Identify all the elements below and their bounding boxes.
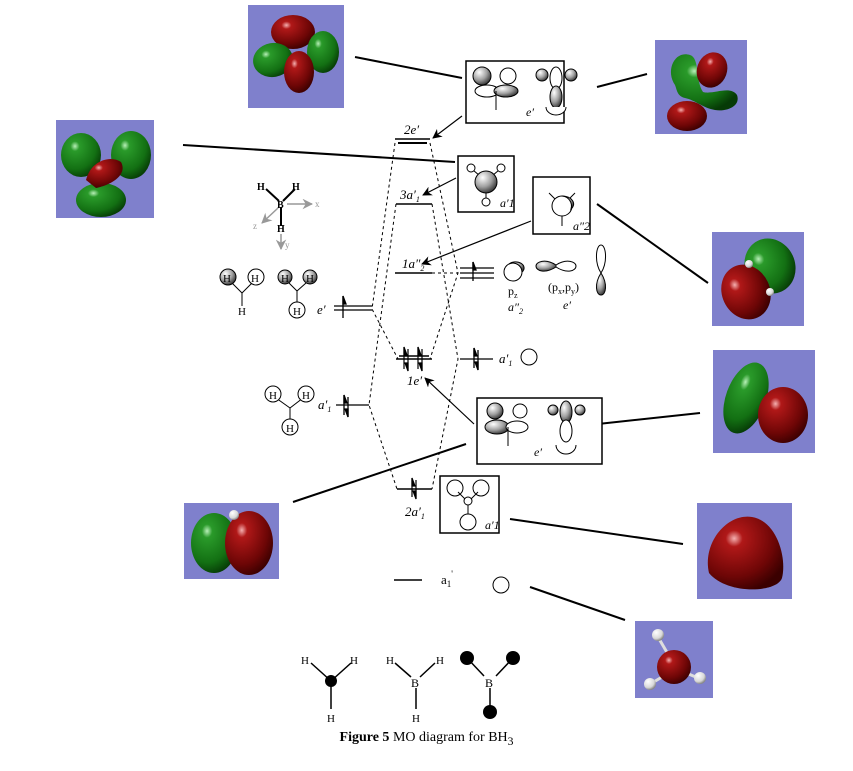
box-top-e: e′ <box>465 60 578 124</box>
h3-e-level <box>334 295 372 318</box>
box-top-e-label: e′ <box>526 105 534 119</box>
right-a2-render <box>712 232 804 326</box>
svg-text:H: H <box>292 182 300 193</box>
svg-text:H: H <box>238 306 246 318</box>
box-3a1-label: a′1 <box>500 196 515 210</box>
left-1e-render <box>184 503 279 579</box>
pz-sym: a″2 <box>508 300 523 316</box>
correlation-lines <box>368 142 459 490</box>
pxpy-sym: e′ <box>563 298 571 312</box>
boron-s-level <box>460 347 493 371</box>
svg-text:H: H <box>277 224 285 235</box>
svg-text:H: H <box>327 713 335 725</box>
svg-text:y: y <box>285 240 290 250</box>
boron-1s-orbital-icon <box>492 576 510 594</box>
top-left-e-render <box>248 5 344 108</box>
h3-e-label: e′ <box>317 302 326 317</box>
svg-text:H: H <box>436 655 444 667</box>
right-1e-render <box>713 350 815 453</box>
svg-text:H: H <box>293 306 301 318</box>
z-axis-arrow <box>261 207 279 224</box>
py-orbital-icon <box>596 244 606 296</box>
bottom-a1-render <box>635 621 713 698</box>
svg-text:H: H <box>386 655 394 667</box>
svg-text:H: H <box>223 273 231 285</box>
pxpy-label: (px,py) <box>548 280 579 296</box>
left-3a1-render <box>56 120 154 218</box>
bottom-structure-3: B <box>460 651 520 719</box>
box-2a1: a′1 <box>439 475 500 534</box>
bottom-structure-2: H H B H <box>386 655 444 725</box>
pz-label: pz <box>508 284 518 300</box>
axes-structure: H H B H x z y <box>253 182 320 251</box>
box-mid-e-label: e′ <box>534 445 542 459</box>
box-mid-e: e′ <box>476 397 603 465</box>
svg-text:H: H <box>251 273 259 285</box>
level-2a1-label: 2a′1 <box>405 504 425 521</box>
h3-a1-picture: H H H <box>264 385 315 436</box>
svg-text:H: H <box>412 713 420 725</box>
svg-text:z: z <box>253 221 257 231</box>
pz-orbital-icon <box>503 261 525 282</box>
box-3a1: a′1 <box>457 155 515 213</box>
box-a2-label: a″2 <box>573 219 590 233</box>
figure-caption: Figure 5 MO diagram for BH3 <box>0 730 853 748</box>
svg-text:H: H <box>306 273 314 285</box>
h3-e-picture-2: H H H <box>277 269 318 319</box>
caption-subscript: 3 <box>507 734 514 748</box>
h3-e-picture-1: H H H <box>219 268 265 318</box>
mo-levels <box>394 138 432 581</box>
svg-text:H: H <box>302 390 310 402</box>
px-orbital-icon <box>535 260 577 272</box>
electrons <box>403 346 423 500</box>
svg-text:H: H <box>350 655 358 667</box>
boron-s-sym: a′1 <box>499 351 512 368</box>
level-1a2-label: 1a″2 <box>402 256 424 273</box>
svg-text:H: H <box>286 423 294 435</box>
svg-text:B: B <box>411 676 419 690</box>
level-3a1-label: 3a′1 <box>399 187 420 204</box>
svg-text:B: B <box>485 676 493 690</box>
box-2a1-label: a′1 <box>485 518 500 532</box>
svg-text:H: H <box>281 273 289 285</box>
boron-s-orbital-icon <box>520 348 538 366</box>
svg-text:x: x <box>315 199 320 209</box>
svg-text:B: B <box>277 200 284 211</box>
h3-a1-label: a′1 <box>318 397 331 414</box>
box-a2: a″2 <box>532 176 591 235</box>
top-right-e-render <box>655 40 747 134</box>
level-1e-label: 1e′ <box>407 373 422 388</box>
boron-p-level <box>460 261 494 281</box>
svg-text:H: H <box>269 390 277 402</box>
render-connectors <box>182 56 709 621</box>
level-2e-label: 2e′ <box>404 122 419 137</box>
svg-text:H: H <box>257 182 265 193</box>
svg-text:H: H <box>301 655 309 667</box>
bottom-structure-1: H H H <box>301 655 358 725</box>
right-2a1-render <box>697 503 792 599</box>
caption-bold: Figure 5 <box>339 730 390 745</box>
level-bottom-a1-label: a1' <box>441 569 453 589</box>
h3-a1-level <box>336 394 369 418</box>
caption-text: MO diagram for BH <box>389 730 508 745</box>
